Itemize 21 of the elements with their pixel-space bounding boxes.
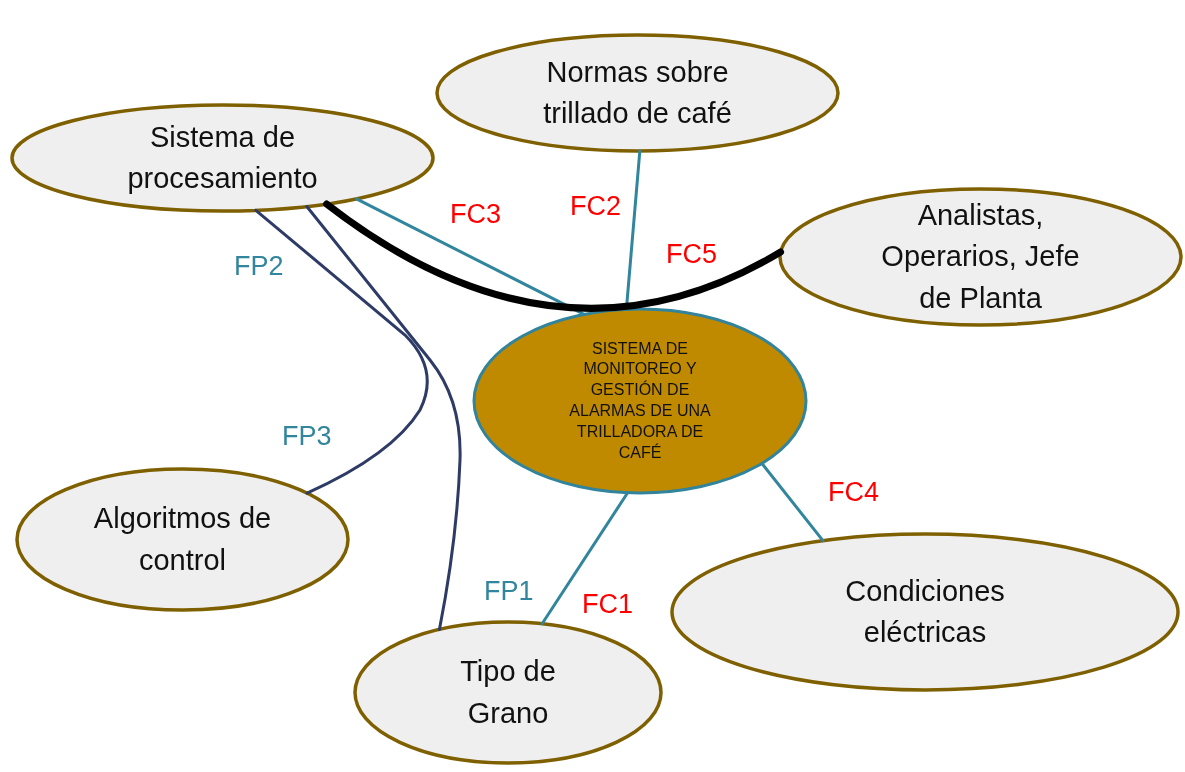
- ellipse-node: [15, 467, 350, 612]
- node-text: Normas sobre trillado de café: [542, 54, 733, 131]
- connector-line: [254, 208, 429, 495]
- node-text: Tipo de Grano: [459, 654, 557, 731]
- connector-line: [540, 491, 630, 626]
- connector-line: [355, 197, 586, 316]
- ellipse-node: [353, 620, 663, 765]
- connector-line: [760, 461, 825, 543]
- node-text: SISTEMA DE MONITOREO Y GESTIÓN DE ALARMAS DE UNA TRILLADORA DE CAFÉ: [568, 338, 712, 463]
- ellipse-node: [778, 187, 1183, 327]
- ellipse-node: [435, 33, 840, 153]
- ellipse-node: [10, 103, 435, 213]
- central-ellipse: [472, 307, 808, 495]
- node-text: Sistema de procesamiento: [126, 119, 319, 196]
- connector-line: [323, 200, 785, 312]
- connector-line: [624, 149, 642, 311]
- connector-line: [305, 205, 462, 631]
- node-text: Condiciones eléctricas: [844, 573, 1006, 650]
- ellipse-node: [670, 532, 1180, 692]
- node-text: Algoritmos de control: [92, 501, 273, 578]
- node-text: Analistas, Operarios, Jefe de Planta: [880, 198, 1081, 316]
